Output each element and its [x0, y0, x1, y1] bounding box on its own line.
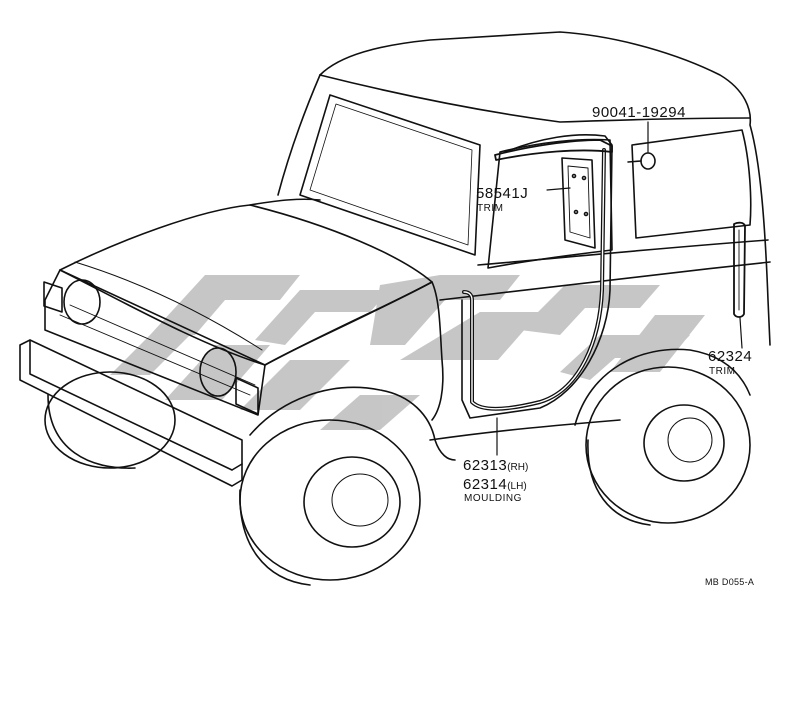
front-left-wheel: [44, 371, 176, 469]
upper-trim-part-number: 58541J: [476, 185, 529, 202]
moulding-rh-side: (RH): [507, 462, 529, 473]
windshield-inner: [309, 103, 473, 246]
roof-outline: [319, 31, 771, 346]
rear-quarter-window: [631, 129, 752, 239]
side-window: [487, 138, 613, 269]
leader-line-upper-trim: [546, 187, 571, 191]
front-right-tire: [239, 419, 421, 581]
trim-fastener-3: [573, 209, 579, 215]
front-right-hub: [303, 456, 401, 548]
rear-hub-inner: [667, 417, 713, 463]
rear-wheel-arch: [574, 348, 751, 426]
cab-front-pillar: [277, 74, 321, 196]
trim-fastener-2: [581, 175, 587, 181]
rear-tire: [585, 366, 751, 524]
front-fender: [264, 281, 444, 421]
part-90041-19294-screw: [627, 152, 656, 170]
moulding-lh-callout: 62314(LH): [463, 477, 527, 493]
door-trim-panel-inner: [567, 165, 591, 239]
moulding-lh-side: (LH): [507, 481, 527, 492]
trim-fastener-1: [571, 173, 577, 179]
upper-trim-name: TRIM: [477, 203, 504, 214]
moulding-name: MOULDING: [464, 493, 522, 504]
turn-signal-left: [43, 281, 63, 313]
front-grille: [44, 269, 266, 416]
moulding-rh-part-number: 62313: [463, 457, 508, 474]
front-right-hub-inner: [331, 473, 389, 527]
front-left-wheel-lower: [47, 394, 136, 469]
watermark-logo: [110, 275, 705, 430]
bumper-edge: [29, 339, 243, 471]
part-58541J-upper-trim: [494, 139, 613, 161]
rocker-panel: [429, 419, 621, 441]
rear-trim-part-number: 62324: [708, 348, 753, 365]
part-62313-62314-moulding-inner: [463, 149, 605, 410]
rear-hub: [643, 404, 725, 482]
rear-tire-tread: [587, 439, 651, 526]
screw-part-number: 90041-19294: [592, 104, 686, 121]
trim-fastener-4: [583, 211, 589, 217]
headlight-left: [63, 279, 101, 325]
front-right-tire-tread: [239, 489, 311, 586]
headlight-right: [199, 347, 237, 397]
hood-crease: [74, 261, 263, 351]
turn-signal-right: [235, 377, 259, 415]
body-beltline: [439, 261, 771, 301]
moulding-lh-part-number: 62314: [463, 476, 508, 493]
roof-front-edge: [319, 74, 751, 123]
moulding-rh-callout: 62313(RH): [463, 458, 528, 474]
body-side-panel: [477, 239, 769, 266]
windshield: [299, 94, 481, 256]
leader-line-rear-trim: [739, 317, 743, 349]
grille-slats: [59, 304, 256, 396]
part-62324-rear-trim: [733, 221, 746, 318]
door-trim-panel: [561, 157, 596, 249]
fender-flare: [249, 386, 456, 461]
door-opening: [461, 133, 613, 419]
diagram-code: MB D055-A: [705, 577, 755, 587]
hood-to-cowl: [249, 198, 321, 206]
rear-trim-name: TRIM: [709, 366, 736, 377]
